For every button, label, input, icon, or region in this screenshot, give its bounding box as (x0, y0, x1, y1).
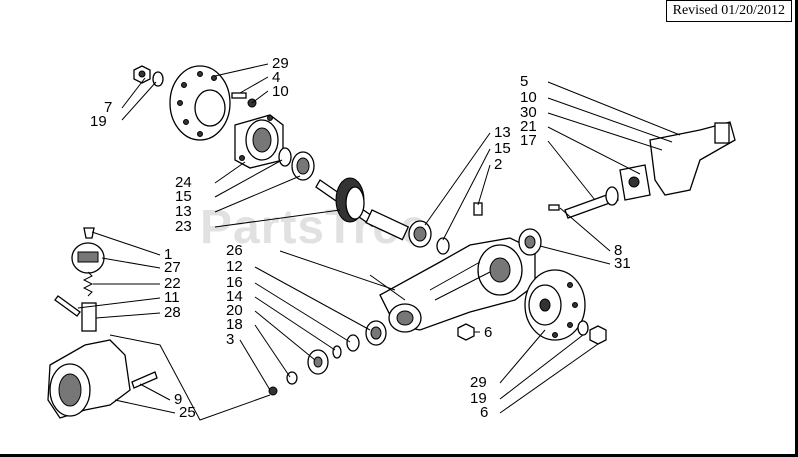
callout-15-right: 15 (494, 140, 511, 157)
callout-9: 9 (174, 391, 182, 408)
callout-27: 27 (164, 259, 181, 276)
callout-4: 4 (272, 69, 280, 86)
callout-8: 8 (614, 242, 622, 259)
callout-21: 21 (520, 118, 537, 135)
shaft-17 (564, 186, 619, 219)
callout-13-left: 13 (175, 203, 192, 220)
callout-7: 7 (104, 99, 112, 116)
callout-10-top: 10 (272, 83, 289, 100)
nut-6-right (589, 325, 607, 345)
bearing-housing-24 (234, 114, 284, 169)
callout-22: 22 (164, 275, 181, 292)
callout-1: 1 (164, 246, 172, 263)
callout-31: 31 (614, 255, 631, 272)
callout-20: 20 (226, 302, 243, 319)
gear-20 (307, 349, 329, 375)
bevel-gear-shaft-23 (315, 177, 410, 241)
bearing-15-left (278, 147, 292, 167)
callout-26: 26 (226, 242, 243, 259)
bearing-12 (365, 320, 387, 346)
callout-11: 11 (164, 289, 180, 306)
revised-date-label: Revised 01/20/2012 (665, 0, 792, 22)
callout-29-right: 29 (470, 374, 487, 391)
callout-labels: 29 4 10 7 19 5 10 30 21 17 13 15 2 24 15… (90, 55, 631, 421)
spring-22 (82, 271, 94, 297)
callout-14: 14 (226, 288, 243, 305)
mounting-bracket (649, 121, 736, 196)
seal-15-right (436, 237, 450, 255)
washer-19-right (577, 320, 589, 336)
screw-3 (268, 386, 278, 396)
gasket-21 (619, 164, 651, 201)
washer-18 (286, 371, 298, 385)
frame-border-right (795, 0, 798, 457)
seal-16 (346, 334, 360, 352)
leader-lines (77, 63, 681, 421)
callout-15-left: 15 (175, 188, 192, 205)
callout-13-right: 13 (494, 124, 511, 141)
key-8 (548, 204, 560, 211)
callout-25: 25 (179, 404, 196, 421)
callout-5: 5 (520, 73, 528, 90)
bearing-13-left (291, 151, 315, 181)
washer-14 (332, 345, 342, 359)
frame-border-bottom (0, 454, 798, 457)
callout-29-top: 29 (272, 55, 289, 72)
nut-7 (133, 65, 151, 84)
callout-28: 28 (164, 304, 181, 321)
bearing-31 (518, 228, 542, 256)
callout-6-right: 6 (480, 404, 488, 421)
callout-10-right: 10 (520, 89, 537, 106)
bolt-9 (131, 371, 158, 389)
callout-19-top: 19 (90, 113, 107, 130)
callout-19-right: 19 (470, 390, 487, 407)
callout-2: 2 (494, 156, 502, 173)
callout-6-center: 6 (484, 324, 492, 341)
knob-27 (71, 242, 105, 274)
callout-23: 23 (175, 218, 192, 235)
housing-25 (47, 339, 131, 419)
gearbox-housing-26 (379, 237, 536, 333)
callout-12: 12 (226, 258, 243, 275)
callout-16: 16 (226, 274, 243, 291)
pin-11 (54, 295, 81, 317)
cap-1 (83, 227, 95, 239)
callout-18: 18 (226, 316, 243, 333)
hub-flange-top-left (169, 65, 231, 141)
plug-2 (473, 202, 483, 216)
bearing-13-right (408, 220, 432, 248)
sleeve-28 (81, 302, 97, 332)
nut-6-center (457, 323, 475, 341)
callout-17: 17 (520, 132, 537, 149)
callout-3: 3 (226, 331, 234, 348)
hub-flange-right (524, 269, 586, 341)
callout-24: 24 (175, 174, 192, 191)
callout-30: 30 (520, 104, 537, 121)
bolt-10-top (231, 92, 257, 108)
